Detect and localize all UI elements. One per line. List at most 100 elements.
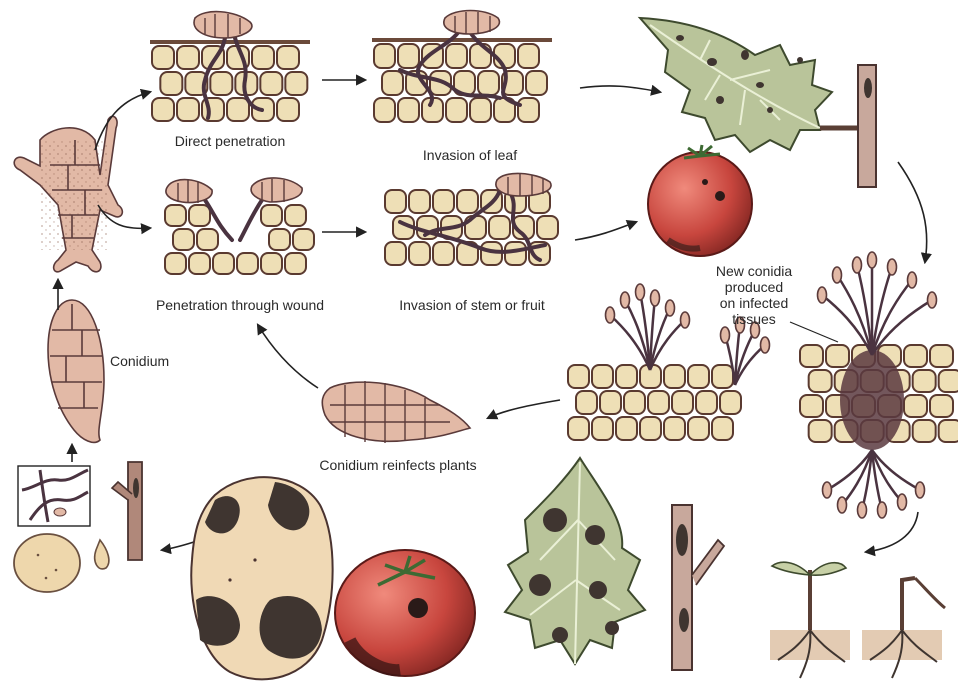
- plant-cell: [489, 216, 510, 239]
- wound-penetration-tissue: [165, 178, 314, 274]
- direct-penetration-tissue: [150, 12, 310, 121]
- plant-cell: [385, 190, 406, 213]
- plant-cell: [457, 190, 478, 213]
- plant-cell: [939, 420, 958, 442]
- label-penetration-through-wound: Penetration through wound: [156, 297, 324, 313]
- conidiophore: [862, 450, 872, 510]
- plant-cell: [470, 98, 491, 122]
- plant-cell: [930, 345, 953, 367]
- plant-cell: [800, 395, 823, 417]
- plant-cell: [800, 345, 823, 367]
- arrow-sporulation-to-conidium: [488, 400, 560, 418]
- plant-cell: [809, 370, 832, 392]
- plant-cell: [568, 365, 589, 388]
- new-conidium: [606, 307, 615, 323]
- plant-cell: [518, 98, 539, 122]
- plant-cell: [592, 365, 613, 388]
- new-conidium: [666, 300, 675, 316]
- new-conidium: [853, 257, 862, 273]
- plant-cell: [688, 417, 709, 440]
- new-conidium: [888, 259, 897, 275]
- plant-cell: [293, 229, 314, 250]
- infected-tomato-upper: [648, 145, 752, 256]
- plant-cell: [277, 46, 299, 69]
- plant-cell: [374, 44, 395, 68]
- plant-cell: [664, 365, 685, 388]
- plant-cell: [809, 420, 832, 442]
- plant-cell: [177, 98, 199, 121]
- label-invasion-of-stem-or-fruit: Invasion of stem or fruit: [399, 297, 545, 313]
- new-conidium: [651, 290, 660, 306]
- infected-stem-top: [858, 65, 876, 187]
- damped-off-seedling: [862, 578, 945, 678]
- new-conidium: [636, 284, 645, 300]
- plant-cell: [398, 44, 419, 68]
- seed: [95, 540, 109, 569]
- plant-cell: [904, 395, 927, 417]
- plant-cell: [260, 72, 282, 95]
- new-conidium: [858, 502, 867, 518]
- plant-cell: [433, 190, 454, 213]
- plant-cell: [269, 229, 290, 250]
- plant-cell: [712, 417, 733, 440]
- plant-cell: [624, 391, 645, 414]
- plant-cell: [904, 345, 927, 367]
- arrow-to-seedlings: [866, 512, 918, 552]
- plant-cell: [913, 420, 936, 442]
- new-conidia-line1: New conidia: [716, 263, 792, 279]
- plant-cell: [409, 242, 430, 265]
- plant-cell: [688, 365, 709, 388]
- infected-debris-stem: [112, 462, 142, 560]
- plant-cell: [672, 391, 693, 414]
- plant-cell: [446, 98, 467, 122]
- mycelium-inset: [18, 466, 90, 526]
- new-conidium: [761, 337, 770, 353]
- plant-cell: [446, 44, 467, 68]
- plant-cell: [648, 391, 669, 414]
- plant-cell: [616, 365, 637, 388]
- plant-cell: [537, 216, 558, 239]
- new-conidia-line4: tissues: [732, 311, 776, 327]
- plant-cell: [227, 98, 249, 121]
- new-conidium: [818, 287, 827, 303]
- plant-cell: [165, 253, 186, 274]
- label-direct-penetration: Direct penetration: [175, 133, 286, 149]
- conidium-spore: [48, 300, 104, 442]
- new-conidia-line2: produced: [725, 279, 783, 295]
- plant-cell: [664, 417, 685, 440]
- plant-cell: [640, 417, 661, 440]
- plant-cell: [696, 391, 717, 414]
- new-conidium: [916, 482, 925, 498]
- plant-cell: [526, 71, 547, 95]
- plant-cell: [173, 229, 194, 250]
- new-conidium: [833, 267, 842, 283]
- plant-cell: [385, 242, 406, 265]
- new-conidium: [868, 252, 877, 268]
- plant-cell: [252, 46, 274, 69]
- new-conidium: [908, 272, 917, 288]
- plant-cell: [374, 98, 395, 122]
- infected-tomato-lower: [335, 550, 475, 676]
- new-conidium: [838, 497, 847, 513]
- plant-cell: [720, 391, 741, 414]
- new-conidia-line3: on infected: [720, 295, 789, 311]
- plant-cell: [152, 98, 174, 121]
- infected-leaf: [640, 18, 862, 152]
- plant-cell: [177, 46, 199, 69]
- infected-leaf-lower: [505, 458, 645, 664]
- arrow-to-sporulation-right: [898, 162, 927, 262]
- plant-cell: [285, 205, 306, 226]
- plant-cell: [261, 253, 282, 274]
- plant-cell: [616, 417, 637, 440]
- plant-cell: [600, 391, 621, 414]
- label-conidium-reinfects-plants: Conidium reinfects plants: [319, 457, 476, 473]
- leaf-invasion-tissue: [372, 11, 552, 123]
- arrow-to-infected-tomato: [575, 222, 636, 240]
- sporulating-tissue-right: [800, 252, 958, 518]
- plant-cell: [152, 46, 174, 69]
- plant-cell: [568, 417, 589, 440]
- plant-cell: [939, 370, 958, 392]
- reinfecting-conidium: [322, 381, 470, 443]
- germinating-conidium: [14, 116, 122, 272]
